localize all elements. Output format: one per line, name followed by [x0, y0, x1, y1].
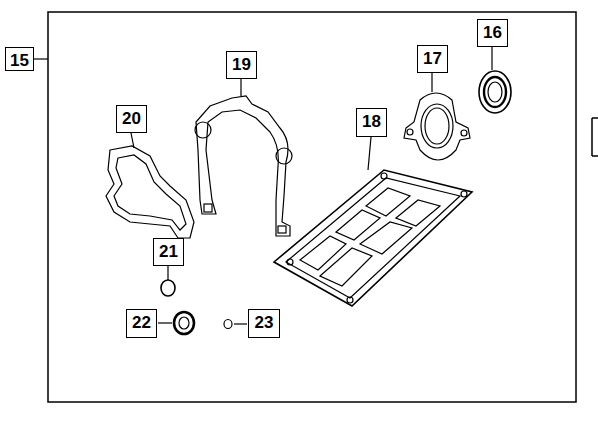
o-ring [161, 280, 175, 296]
water-pump-gasket [106, 146, 194, 238]
partial-callout [592, 118, 598, 156]
callout-number: 18 [356, 108, 387, 137]
kit-frame [48, 12, 576, 402]
callout-number: 20 [116, 105, 147, 133]
callout-number: 23 [248, 309, 280, 338]
callout-number: 15 [5, 47, 34, 71]
callout-number: 17 [417, 45, 448, 73]
timing-cover-gasket [195, 96, 292, 236]
callout-number: 21 [153, 238, 184, 266]
oil-pan-gasket [274, 170, 472, 306]
leader-lines [33, 47, 492, 324]
front-seal [174, 312, 194, 334]
callout-number: 19 [226, 51, 257, 79]
callout-number: 16 [477, 19, 508, 47]
small-o-ring [224, 320, 232, 329]
callout-number: 22 [126, 309, 157, 338]
rear-main-seal [479, 71, 511, 113]
rear-seal-retainer [404, 93, 470, 160]
